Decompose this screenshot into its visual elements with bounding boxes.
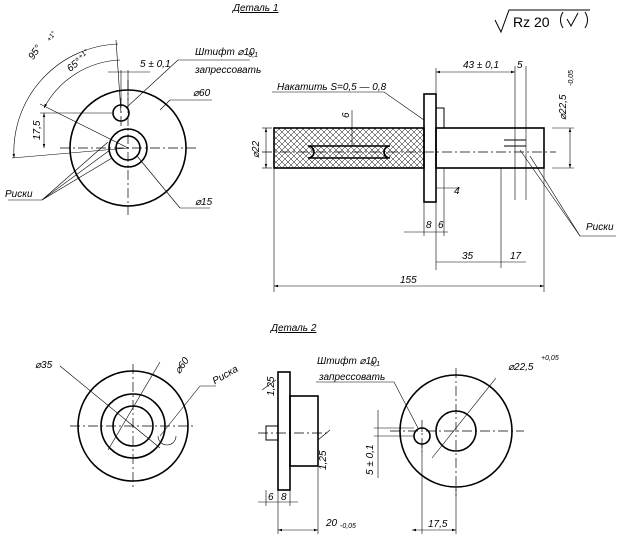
part2-right-view xyxy=(316,368,524,534)
flange xyxy=(423,93,437,203)
dim-17: 17 xyxy=(510,251,522,262)
d60-label-1: ⌀60 xyxy=(193,88,211,99)
d15-label: ⌀15 xyxy=(195,197,213,208)
dim-155: 155 xyxy=(400,275,417,286)
dim-17-5-p2: 17,5 xyxy=(428,519,448,530)
dim-6: 6 xyxy=(438,220,444,231)
d22-5-label-2: ⌀22,5 xyxy=(508,362,534,373)
dim-8-p2: 8 xyxy=(281,492,287,503)
dim-5-01-p2: 5 ± 0,1 xyxy=(365,444,376,475)
dim-17-5: 17,5 xyxy=(32,120,43,140)
dim-35: 35 xyxy=(462,251,474,262)
angle-95: 95° xyxy=(27,43,45,62)
d22-label: ⌀22 xyxy=(251,140,262,158)
angle-95-tol: +1° xyxy=(45,30,58,44)
press-fit-2: запрессовать xyxy=(318,372,385,383)
marks-label-2: Риски xyxy=(586,222,614,233)
part1-front-view xyxy=(8,39,250,215)
dim-6-p2: 6 xyxy=(268,492,274,503)
d22-5-tol-2: +0,05 xyxy=(541,355,559,362)
marks-label-1: Риски xyxy=(5,189,33,200)
dim-8: 8 xyxy=(426,220,432,231)
knurled-section xyxy=(273,127,425,169)
dim-43: 43 ± 0,1 xyxy=(463,60,499,71)
part2-front-view xyxy=(59,361,216,488)
pin xyxy=(435,107,445,129)
dim-6-slot: 6 xyxy=(341,112,352,118)
part2-side-view xyxy=(258,371,331,534)
part1-title: Деталь 1 xyxy=(232,3,278,14)
d22-5-tol: -0,05 xyxy=(568,70,575,86)
disc-side xyxy=(277,371,291,491)
part2-title: Деталь 2 xyxy=(270,323,317,334)
pin-label-1: Штифт ⌀10 xyxy=(195,46,255,58)
chamfer-2: 1,25 xyxy=(318,450,329,470)
shaft-end xyxy=(435,127,545,169)
dim-20-tol: -0,05 xyxy=(340,523,356,530)
press-fit-1: запрессовать xyxy=(194,65,261,76)
d60-label-2: ⌀60 xyxy=(173,355,192,376)
slot xyxy=(307,145,391,159)
knurl-label: Накатить S=0,5 — 0,8 xyxy=(277,82,387,93)
pin-tol-1: -0,1 xyxy=(246,52,258,59)
dim-20: 20 xyxy=(325,518,338,529)
pin-tol-2: -0,1 xyxy=(368,361,380,368)
chamfer-1: 1,25 xyxy=(266,376,277,396)
dim-5-01: 5 ± 0,1 xyxy=(140,59,171,70)
roughness-symbol: Rz 20 xyxy=(494,9,590,34)
dim-4: 4 xyxy=(454,186,460,197)
dim-5: 5 xyxy=(517,60,523,71)
d35-label: ⌀35 xyxy=(35,360,53,371)
pin-label-2: Штифт ⌀10 xyxy=(317,355,377,367)
d22-5-label: ⌀22,5 xyxy=(558,94,569,120)
roughness-value: Rz 20 xyxy=(513,14,550,30)
part1-side-view xyxy=(262,66,616,292)
mark-label: Риска xyxy=(211,364,241,388)
hub-side xyxy=(289,395,319,467)
